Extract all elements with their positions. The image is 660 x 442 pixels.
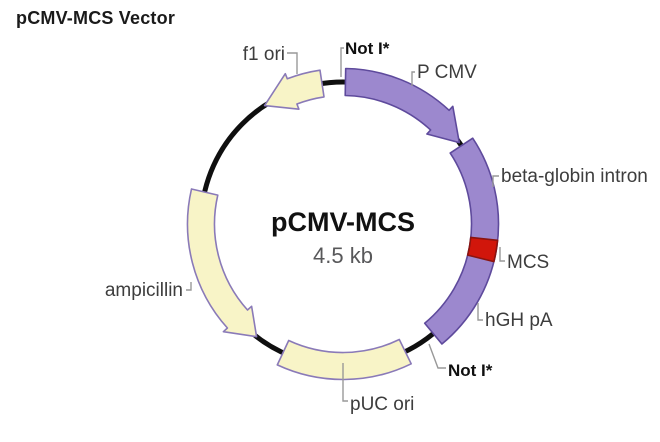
puc-ori-leader-line xyxy=(342,363,348,402)
f1-ori-feature xyxy=(263,69,325,110)
mcs-feature xyxy=(466,236,499,263)
not-i-top-label: Not I* xyxy=(345,39,390,58)
leader-lines-group xyxy=(186,47,505,402)
mcs-leader-line xyxy=(499,247,505,262)
puc-ori-feature xyxy=(276,338,412,381)
f1-ori-label: f1 ori xyxy=(243,44,285,65)
beta-globin-intron-label: beta-globin intron xyxy=(501,166,648,187)
p-cmv-leader-line xyxy=(411,71,415,86)
p-cmv-label: P CMV xyxy=(417,62,477,83)
feature-arcs-group xyxy=(186,67,500,381)
ampicillin-leader-line xyxy=(186,282,192,291)
ampicillin-label: ampicillin xyxy=(105,280,183,301)
hgh-pa-label: hGH pA xyxy=(485,310,553,331)
puc-ori-label: pUC ori xyxy=(350,394,414,415)
ampicillin-feature xyxy=(186,188,258,338)
p-cmv-feature xyxy=(344,67,461,144)
beta-globin-intron-leader-line xyxy=(492,175,499,187)
beta-globin-hgh-feature xyxy=(423,137,500,345)
plasmid-size: 4.5 kb xyxy=(313,243,373,268)
f1-ori-leader-line xyxy=(287,52,298,74)
mcs-label: MCS xyxy=(507,252,549,273)
not-i-bottom-leader-line xyxy=(428,343,446,369)
plasmid-name: pCMV-MCS xyxy=(271,207,415,237)
page-title: pCMV-MCS Vector xyxy=(16,8,176,28)
hgh-pa-leader-line xyxy=(477,303,483,321)
not-i-top-leader-line xyxy=(340,47,344,77)
not-i-bottom-label: Not I* xyxy=(448,361,493,380)
